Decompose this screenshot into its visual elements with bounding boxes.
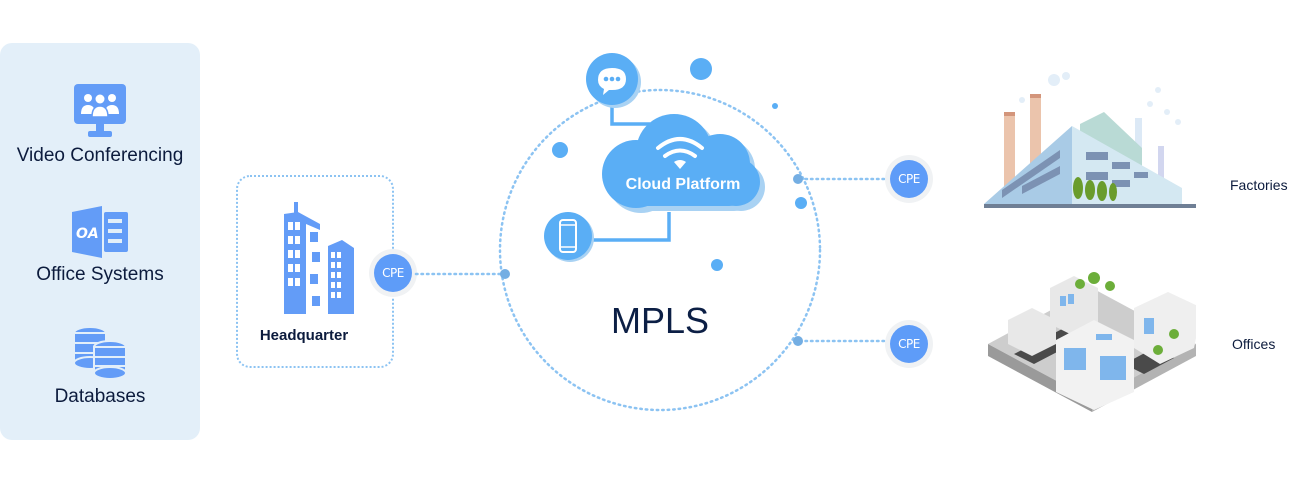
- oa-text: OA: [76, 226, 99, 242]
- video-conference-icon: [74, 84, 126, 137]
- database-icon: [73, 326, 127, 380]
- mpls-ring: [498, 88, 822, 412]
- service-label: Databases: [54, 386, 146, 407]
- decor-dot: [772, 103, 778, 109]
- cpe-headquarter[interactable]: CPE: [374, 254, 412, 292]
- site-label-offices: Offices: [1232, 336, 1276, 352]
- service-video-conferencing: [0, 84, 200, 145]
- node-dot: [793, 174, 803, 184]
- headquarter-label: Headquarter: [259, 327, 349, 344]
- decor-dot: [711, 259, 723, 271]
- office-district-illustration: [988, 272, 1196, 412]
- decor-dot: [690, 58, 712, 80]
- decor-dot: [795, 197, 807, 209]
- node-dot: [793, 336, 803, 346]
- cloud-platform-label: Cloud Platform: [625, 176, 741, 193]
- cpe-offices[interactable]: CPE: [890, 325, 928, 363]
- cloud-platform-icon: [602, 114, 765, 213]
- decor-dot: [552, 142, 568, 158]
- smartphone-icon: [544, 212, 594, 262]
- service-label: Office Systems: [36, 264, 164, 285]
- site-label-factories: Factories: [1230, 177, 1288, 193]
- node-dot: [500, 269, 510, 279]
- service-office-systems: OA: [0, 206, 200, 263]
- factory-illustration: [984, 72, 1196, 208]
- office-oa-icon: OA: [72, 206, 128, 258]
- service-label: Video Conferencing: [16, 145, 184, 166]
- cpe-factories[interactable]: CPE: [890, 160, 928, 198]
- mpls-label: MPLS: [610, 300, 710, 341]
- chat-bubble-icon: [586, 53, 641, 108]
- service-databases: [0, 325, 200, 386]
- office-building-icon: [284, 202, 354, 314]
- wifi-icon: [656, 137, 704, 158]
